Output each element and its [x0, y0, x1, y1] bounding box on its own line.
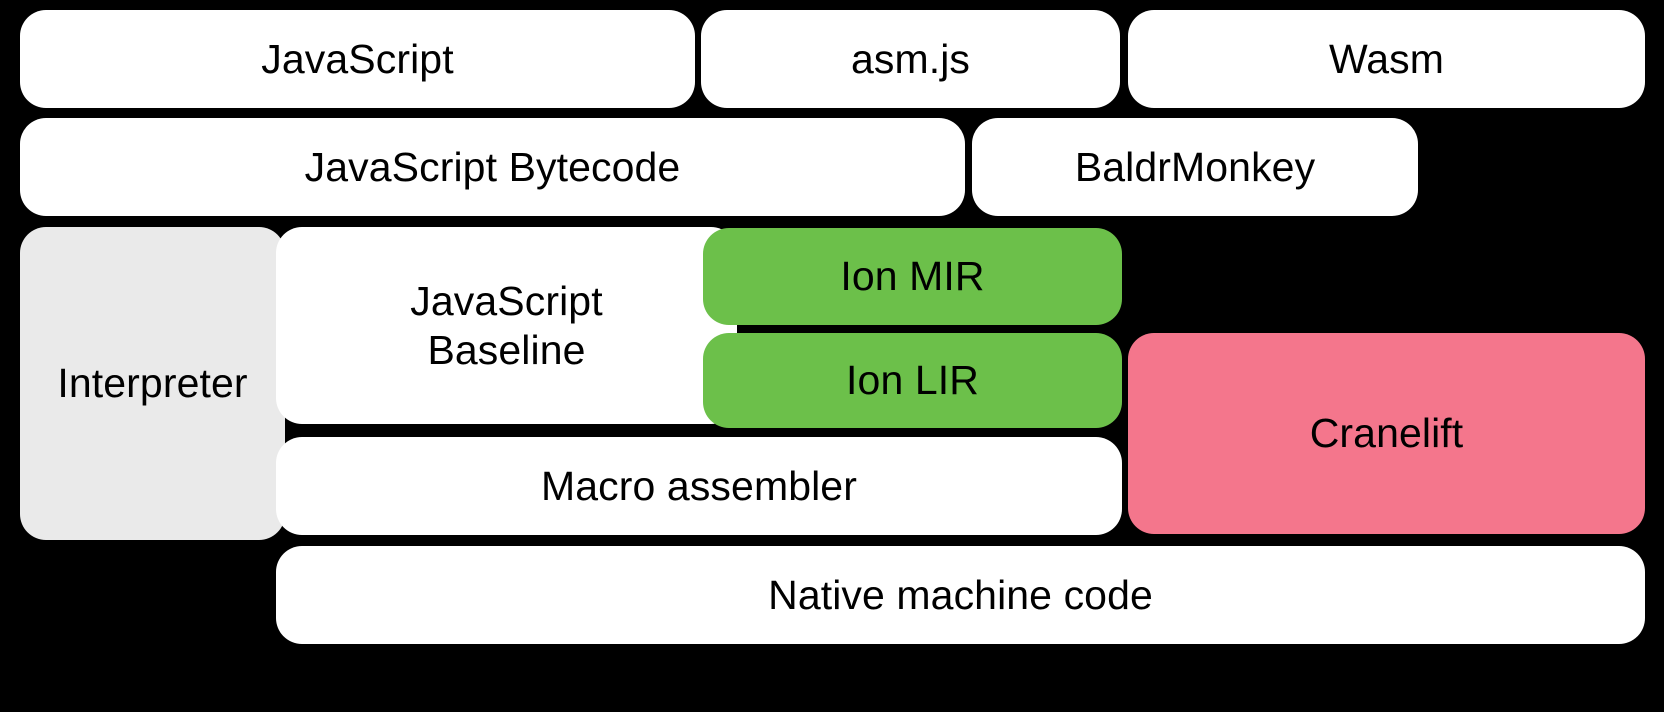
node-native-machine-code[interactable]: Native machine code	[276, 546, 1645, 644]
node-javascript-baseline[interactable]: JavaScript Baseline	[276, 227, 737, 424]
node-ion-mir[interactable]: Ion MIR	[703, 228, 1122, 325]
node-interpreter[interactable]: Interpreter	[20, 227, 285, 540]
node-javascript[interactable]: JavaScript	[20, 10, 695, 108]
node-wasm[interactable]: Wasm	[1128, 10, 1645, 108]
node-macro-assembler[interactable]: Macro assembler	[276, 437, 1122, 535]
node-javascript-bytecode[interactable]: JavaScript Bytecode	[20, 118, 965, 216]
node-asmjs[interactable]: asm.js	[701, 10, 1120, 108]
node-ion-lir[interactable]: Ion LIR	[703, 333, 1122, 428]
node-baldrmonkey[interactable]: BaldrMonkey	[972, 118, 1418, 216]
node-cranelift[interactable]: Cranelift	[1128, 333, 1645, 534]
